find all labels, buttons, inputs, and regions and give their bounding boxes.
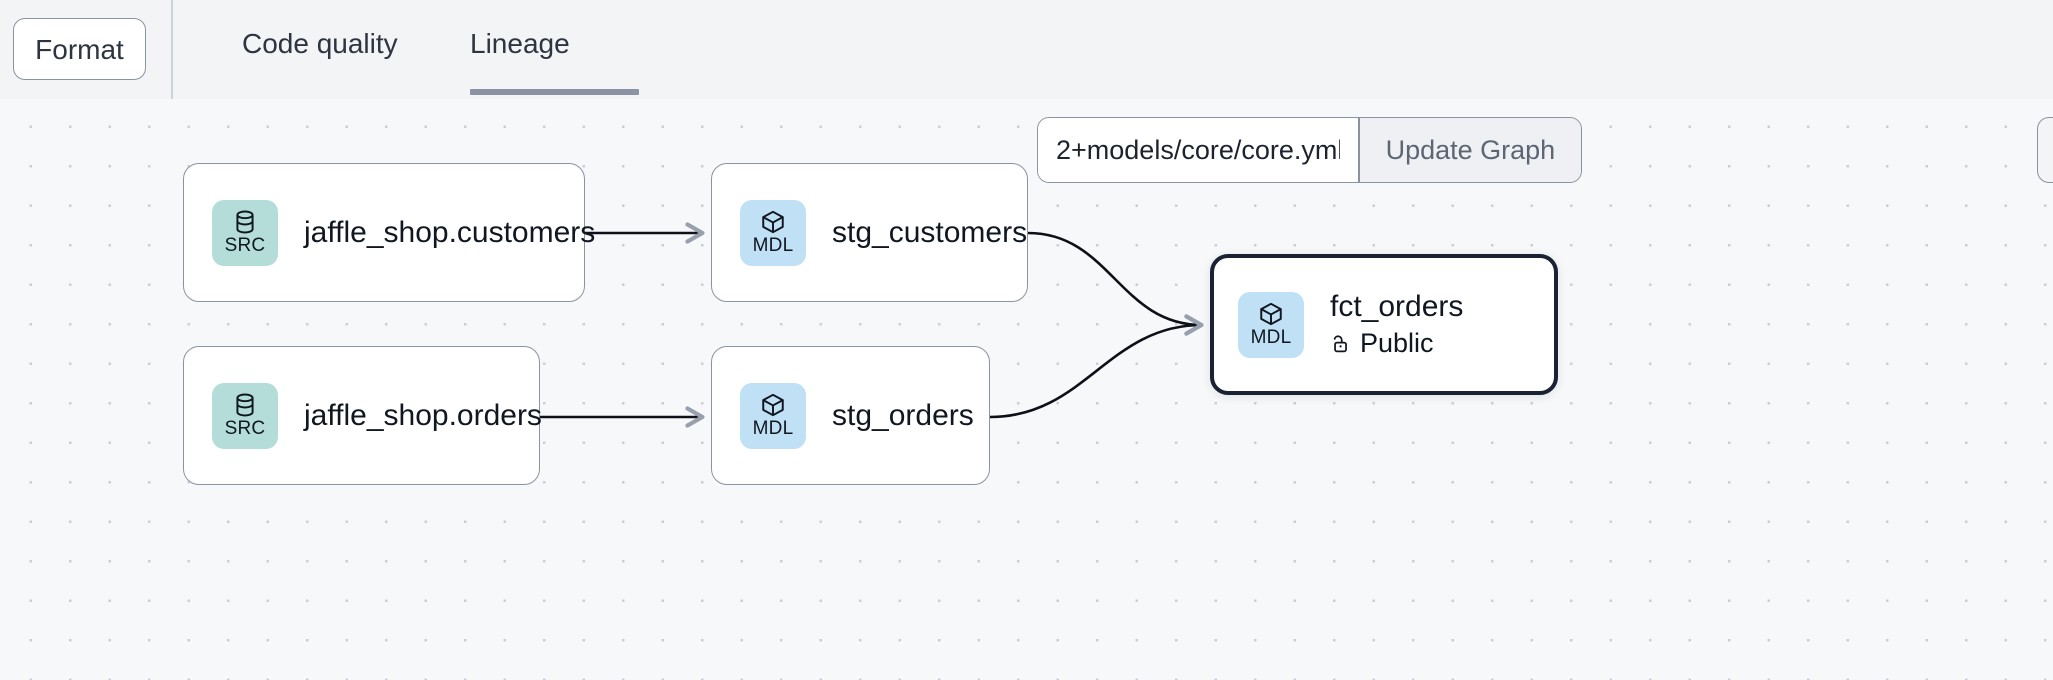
edge-stg-customers-to-fct-orders xyxy=(1027,231,1204,336)
node-title: jaffle_shop.orders xyxy=(304,398,542,432)
tab-code-quality-label: Code quality xyxy=(242,28,398,59)
lineage-node-src-customers[interactable]: SRC jaffle_shop.customers xyxy=(183,163,595,302)
edge-stg-orders-to-fct-orders xyxy=(989,314,1204,419)
unlock-icon xyxy=(1333,334,1347,352)
node-access-row: Public xyxy=(1330,328,1463,359)
lineage-node-stg-orders[interactable]: MDL stg_orders xyxy=(711,346,990,485)
toolbar-divider xyxy=(171,0,173,99)
node-body: jaffle_shop.orders xyxy=(304,399,542,433)
node-type-badge-src: SRC xyxy=(212,199,278,266)
update-graph-button[interactable]: Update Graph xyxy=(1359,118,1582,182)
active-tab-indicator xyxy=(470,89,639,95)
node-type-badge-mdl: MDL xyxy=(740,199,806,266)
node-type-badge-src: SRC xyxy=(212,382,278,449)
node-type-badge-label: SRC xyxy=(224,235,266,256)
node-type-badge-label: MDL xyxy=(752,235,794,256)
node-body: stg_customers xyxy=(832,216,1027,250)
node-body: fct_orders Public xyxy=(1330,290,1463,359)
node-body: jaffle_shop.customers xyxy=(304,216,595,250)
lineage-node-src-orders[interactable]: SRC jaffle_shop.orders xyxy=(183,346,542,485)
node-title: jaffle_shop.customers xyxy=(304,215,596,249)
node-body: stg_orders xyxy=(832,399,974,433)
node-title: fct_orders xyxy=(1330,290,1464,323)
lineage-node-stg-customers[interactable]: MDL stg_customers xyxy=(711,163,1028,302)
graph-control-overflow[interactable] xyxy=(2037,117,2053,183)
database-icon xyxy=(236,393,254,417)
node-type-badge-label: MDL xyxy=(1250,327,1292,348)
cube-icon xyxy=(762,210,784,234)
graph-selector-control: Update Graph xyxy=(1037,117,1583,183)
node-type-badge-label: MDL xyxy=(752,418,794,439)
node-type-badge-label: SRC xyxy=(224,418,266,439)
node-type-badge-mdl: MDL xyxy=(1238,291,1304,358)
lineage-node-fct-orders[interactable]: MDL fct_orders Public xyxy=(1210,254,1558,395)
tab-lineage-label: Lineage xyxy=(470,28,570,59)
node-title: stg_customers xyxy=(832,215,1028,249)
cube-icon xyxy=(1260,302,1282,326)
editor-toolbar: Format Code quality Lineage xyxy=(0,0,2053,99)
node-type-badge-mdl: MDL xyxy=(740,382,806,449)
control-divider xyxy=(1358,118,1360,182)
format-button[interactable]: Format xyxy=(13,18,146,80)
cube-icon xyxy=(762,393,784,417)
database-icon xyxy=(236,210,254,234)
graph-selector-input[interactable] xyxy=(1038,118,1358,182)
node-title: stg_orders xyxy=(832,398,974,432)
node-access-label: Public xyxy=(1360,328,1434,358)
lineage-canvas[interactable]: SRC jaffle_shop.customers SRC jaffle_sho… xyxy=(0,99,2053,680)
